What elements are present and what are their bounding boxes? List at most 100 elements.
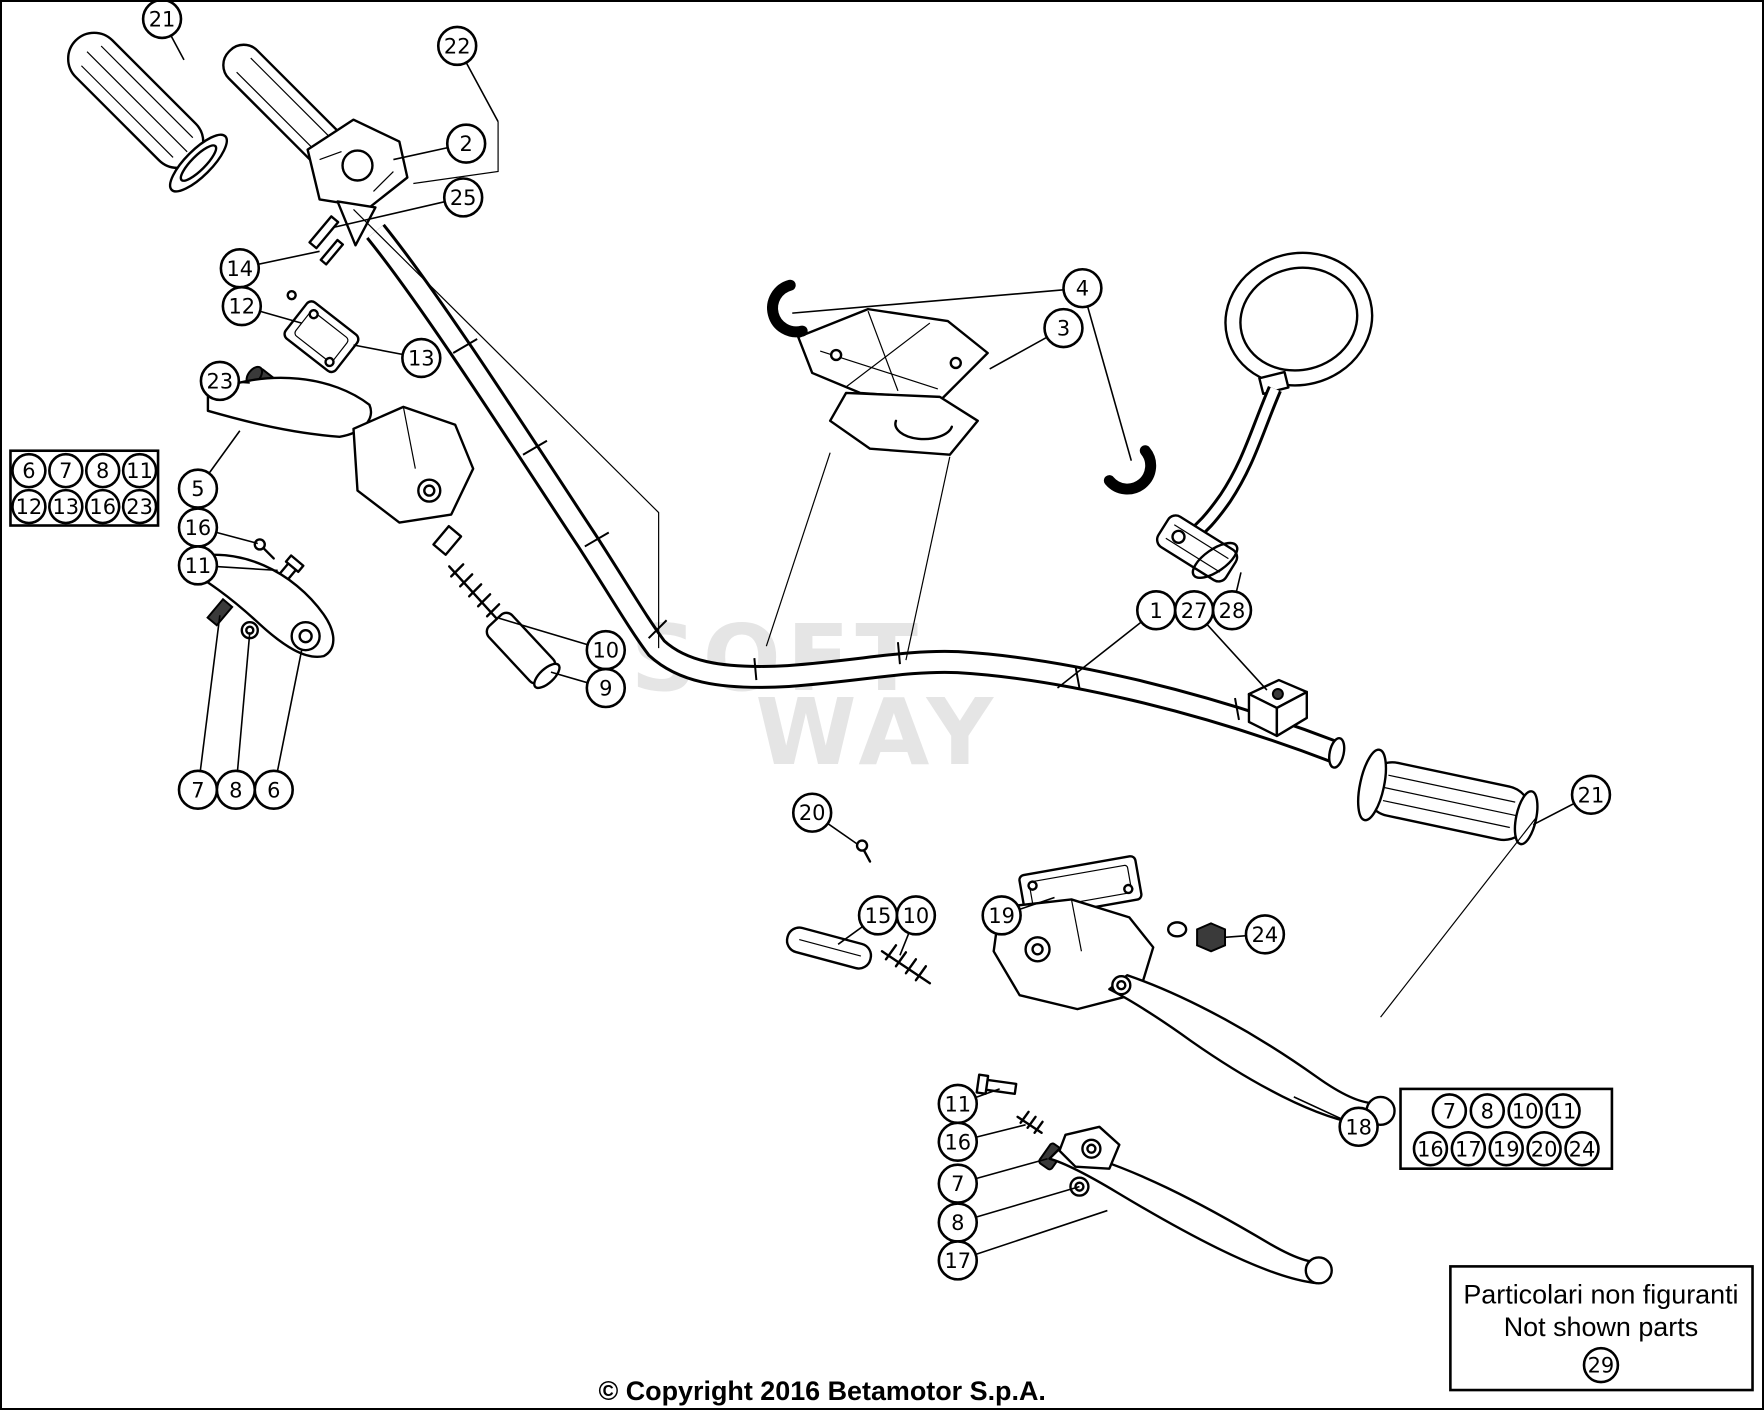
callout-16-27: 16	[937, 1121, 979, 1162]
callout-14-4: 14	[219, 248, 261, 289]
part-number-circle	[1526, 1130, 1562, 1167]
part-number: 23	[126, 495, 153, 519]
part-number-circle	[84, 452, 121, 489]
callout-11-10: 11	[177, 545, 219, 586]
pushrod-art	[785, 926, 873, 970]
callout-number: 13	[408, 347, 435, 371]
spare-lever-right-art	[975, 1073, 1333, 1285]
parts-box-item-23: 23	[121, 488, 158, 525]
callout-number: 11	[185, 554, 212, 578]
callout-number: 15	[865, 904, 892, 928]
parts-box-item-7: 7	[1431, 1093, 1468, 1129]
callout-13-6: 13	[401, 337, 442, 379]
callout-number: 28	[1219, 599, 1246, 623]
callout-circle	[141, 2, 183, 40]
reference-lines	[353, 121, 1537, 1018]
not-shown-title-en: Not shown parts	[1504, 1312, 1698, 1342]
lever-screw-art	[253, 538, 275, 560]
part-number: 7	[1443, 1099, 1456, 1123]
callout-circle	[791, 792, 833, 833]
callout-8-29: 8	[937, 1202, 979, 1243]
callout-number: 4	[1076, 277, 1089, 301]
callout-circle	[1570, 774, 1612, 815]
copyright: © Copyright 2016 Betamotor S.p.A.	[598, 1376, 1045, 1406]
leader-line	[792, 287, 1083, 314]
callout-number: 11	[944, 1092, 971, 1116]
callout-circle	[442, 177, 484, 218]
callout-number: 16	[185, 516, 212, 540]
part-number: 8	[96, 459, 109, 483]
parts-box-item-12: 12	[11, 488, 47, 525]
callout-circle	[436, 25, 478, 67]
part-number-circle	[1450, 1130, 1487, 1167]
parts-box-item-16: 16	[84, 488, 121, 525]
parts-box-item-17: 17	[1450, 1130, 1487, 1167]
barend-spring-art	[448, 563, 501, 622]
callout-circle	[221, 285, 263, 327]
callout-number: 27	[1181, 599, 1208, 623]
callout-20-21: 20	[791, 792, 833, 833]
parts-box-item-11: 11	[121, 452, 158, 489]
part-number-circle	[84, 488, 121, 525]
callout-23-7: 23	[199, 360, 241, 402]
callout-circle	[937, 1121, 979, 1162]
callout-circle	[937, 1240, 979, 1281]
callout-number: 23	[207, 369, 234, 393]
part-number: 24	[1569, 1137, 1596, 1161]
callout-21-32: 21	[1570, 774, 1612, 815]
right-grip-art	[1356, 748, 1539, 846]
part-number: 12	[16, 495, 43, 519]
not-shown-title-it: Particolari non figuranti	[1463, 1279, 1738, 1309]
part-number: 17	[1455, 1137, 1482, 1161]
callout-25-3: 25	[442, 177, 484, 218]
callout-7-13: 7	[177, 769, 219, 811]
parts-box-item-19: 19	[1488, 1130, 1524, 1167]
callout-circle	[895, 895, 937, 936]
callout-number: 10	[592, 639, 619, 663]
callout-17-30: 17	[937, 1240, 979, 1281]
callout-circle	[445, 123, 487, 164]
callout-number: 3	[1057, 317, 1070, 341]
callout-4-16: 4	[1062, 267, 1103, 309]
part-number-circle	[1545, 1093, 1581, 1129]
lever-spring-art	[880, 944, 932, 985]
not-shown-part-circle	[1582, 1346, 1620, 1384]
callout-number: 16	[944, 1130, 971, 1154]
callout-5-8: 5	[177, 468, 219, 509]
callout-number: 14	[226, 257, 253, 281]
switch-art	[1247, 678, 1308, 738]
callout-number: 10	[903, 904, 930, 928]
callout-number: 17	[944, 1249, 971, 1273]
callout-circle	[1043, 307, 1084, 349]
callout-2-2: 2	[445, 123, 487, 164]
callout-number: 6	[267, 778, 280, 802]
callout-number: 25	[450, 186, 477, 210]
callout-number: 22	[444, 34, 471, 58]
part-number-circle	[1488, 1130, 1524, 1167]
lock-pin-art	[319, 238, 345, 266]
leader-line	[957, 1209, 1108, 1262]
callout-number: 7	[951, 1172, 964, 1196]
part-number-circle	[121, 452, 158, 489]
callout-circle	[1062, 267, 1103, 309]
spare-lever-left-art	[184, 553, 335, 659]
part-number-circle	[1412, 1130, 1449, 1167]
part-number: 16	[1417, 1137, 1444, 1161]
part-number-circle	[48, 488, 84, 525]
leader-line	[957, 1185, 1080, 1224]
callout-22-1: 22	[436, 25, 478, 67]
parts-box-item-11: 11	[1545, 1093, 1581, 1129]
leader-line	[1057, 609, 1157, 689]
callout-number: 8	[951, 1211, 964, 1235]
not-shown-part-number: 29	[1588, 1354, 1615, 1378]
callout-number: 2	[460, 132, 473, 156]
leader-line	[235, 632, 251, 790]
callout-circle	[199, 360, 241, 402]
handlebar-art	[366, 223, 1346, 769]
callout-circle	[585, 667, 627, 709]
part-number-circle	[48, 452, 84, 489]
parts-box-item-8: 8	[1469, 1093, 1506, 1129]
